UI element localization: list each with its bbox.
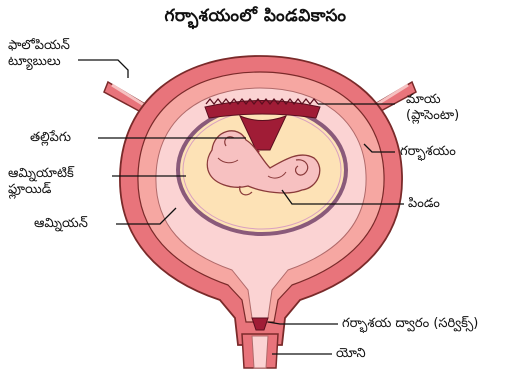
label-amnion: ఆమ్నియన్ <box>34 216 88 232</box>
label-placenta-line1: మాయ <box>406 92 459 108</box>
label-amniotic-fluid-line2: ఫ్లూయిడ్ <box>8 182 74 198</box>
label-amniotic-fluid-line1: ఆమ్నియాటిక్ <box>8 166 74 182</box>
label-vagina: యోని <box>336 346 366 362</box>
label-placenta: మాయ (ప్లాసెంటా) <box>406 92 459 124</box>
label-fallopian-tubes-line1: ఫాలోపియన్ <box>8 38 70 54</box>
vagina <box>242 334 278 368</box>
label-fallopian-tubes: ఫాలోపియన్ ట్యూబులు <box>8 38 70 70</box>
label-embryo: పిండం <box>408 196 440 212</box>
label-uterus: గర్భాశయం <box>400 144 456 160</box>
label-cervix: గర్భాశయ ద్వారం (సర్విక్స్) <box>342 316 478 332</box>
label-umbilical-cord: తల్లిపేగు <box>30 130 71 146</box>
label-amniotic-fluid: ఆమ్నియాటిక్ ఫ్లూయిడ్ <box>8 166 74 198</box>
label-fallopian-tubes-line2: ట్యూబులు <box>8 54 70 70</box>
label-placenta-line2: (ప్లాసెంటా) <box>406 108 459 124</box>
